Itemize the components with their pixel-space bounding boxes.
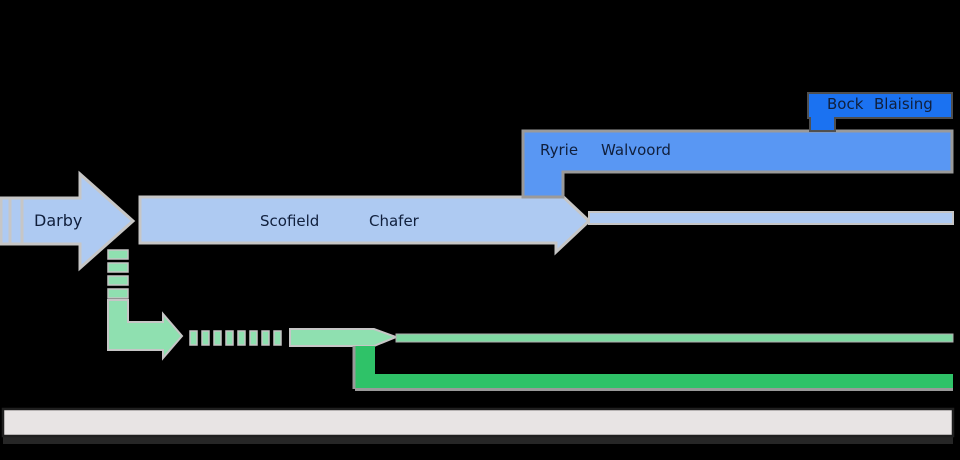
light-blue-continuation-line (588, 211, 954, 225)
green-dashed-horizontal-segment (189, 330, 282, 346)
label-chafer: Chafer (369, 212, 419, 230)
label-blaising: Blaising (874, 95, 933, 113)
label-bock: Bock (827, 95, 864, 113)
dark-green-branch-shadow (352, 346, 953, 391)
bock-blaising-bar (807, 92, 953, 132)
timeline-bar (1, 407, 955, 438)
green-solid-bar (289, 328, 399, 347)
scofield-chafer-arrow (138, 186, 592, 256)
timeline-bar-shadow (3, 434, 953, 444)
green-dashed-vertical-connector (107, 249, 129, 299)
green-thin-line (395, 333, 954, 343)
green-elbow-arrow (107, 299, 184, 361)
darby-arrow-tail-dividers (8, 199, 24, 243)
label-scofield: Scofield (260, 212, 320, 230)
label-ryrie: Ryrie (540, 141, 579, 159)
darby-arrow (0, 170, 136, 272)
label-darby: Darby (34, 211, 83, 230)
label-walvoord: Walvoord (601, 141, 671, 159)
dark-green-branch-bar (355, 346, 953, 388)
ryrie-walvoord-bar (521, 129, 954, 199)
